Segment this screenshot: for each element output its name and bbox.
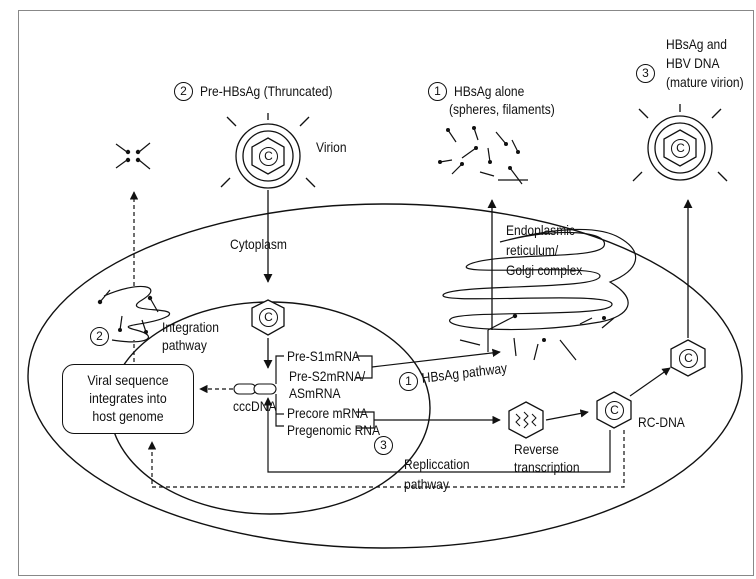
viral-seq-line-2: integrates into	[89, 390, 167, 406]
label-pre-hbsag: Pre-HBsAg (Thruncated)	[200, 83, 333, 99]
incoming-virion	[220, 113, 316, 189]
label-er-2: reticulum/	[506, 242, 559, 258]
label-replication-1: Repliccation	[404, 456, 470, 472]
viral-sequence-box: Viral sequence integrates into host geno…	[62, 364, 194, 434]
label-er-3: Golgi complex	[506, 262, 583, 278]
label-integration-2: pathway	[162, 337, 207, 353]
cccdna-symbol	[233, 383, 277, 395]
label-integration-1: Integration	[162, 319, 219, 335]
label-as-mrna: ASmRNA	[289, 385, 341, 401]
label-hbsag-hbv-2: HBV DNA	[666, 55, 720, 71]
label-cccdna: cccDNA	[233, 398, 277, 414]
label-virion: Virion	[316, 139, 347, 155]
mature-core-symbol: C	[679, 349, 698, 368]
virion-core-symbol: C	[259, 147, 278, 166]
marker-2-integration: 2	[90, 327, 109, 346]
er-golgi	[442, 228, 637, 331]
released-pre-hbsag	[115, 142, 151, 170]
label-er-1: Endoplasmic	[506, 222, 575, 238]
mature-virion-core-symbol: C	[671, 139, 690, 158]
immature-core	[508, 401, 544, 439]
marker-3-top: 3	[636, 64, 655, 83]
label-reverse-1: Reverse	[514, 441, 559, 457]
figure-frame	[18, 10, 754, 576]
label-pregenomic: Pregenomic RNA	[287, 422, 381, 438]
rc-dna-core-symbol: C	[605, 401, 624, 420]
marker-1-top: 1	[428, 82, 447, 101]
label-cytoplasm: Cytoplasm	[230, 236, 287, 252]
label-precore: Precore mRNA	[287, 405, 368, 421]
pre-hbsag-spikes-cell	[99, 289, 159, 333]
label-pre-s1: Pre-S1mRNA	[287, 348, 360, 364]
label-hbsag-hbv-3: (mature virion)	[666, 74, 744, 90]
label-pre-s2: Pre-S2mRNA/	[289, 368, 366, 384]
cell-membrane	[27, 203, 743, 549]
label-hbsag-alone-sub: (spheres, filaments)	[449, 101, 555, 117]
er-hbsag-particles	[459, 317, 615, 361]
left-er-membrane	[103, 285, 171, 343]
released-hbsag-particles	[439, 127, 528, 185]
label-reverse-2: transcription	[514, 459, 580, 475]
viral-seq-line-3: host genome	[92, 408, 164, 424]
viral-seq-line-1: Viral sequence	[87, 372, 169, 388]
nucleocapsid-core-symbol: C	[259, 308, 278, 327]
label-replication-2: pathway	[404, 476, 449, 492]
marker-3-replication: 3	[374, 436, 393, 455]
label-rc-dna: RC-DNA	[638, 414, 685, 430]
mature-virion	[632, 104, 728, 182]
label-hbsag-alone: HBsAg alone	[454, 83, 525, 99]
label-hbsag-hbv-1: HBsAg and	[666, 36, 727, 52]
marker-1-hbsag-pathway: 1	[399, 372, 418, 391]
marker-2-top: 2	[174, 82, 193, 101]
